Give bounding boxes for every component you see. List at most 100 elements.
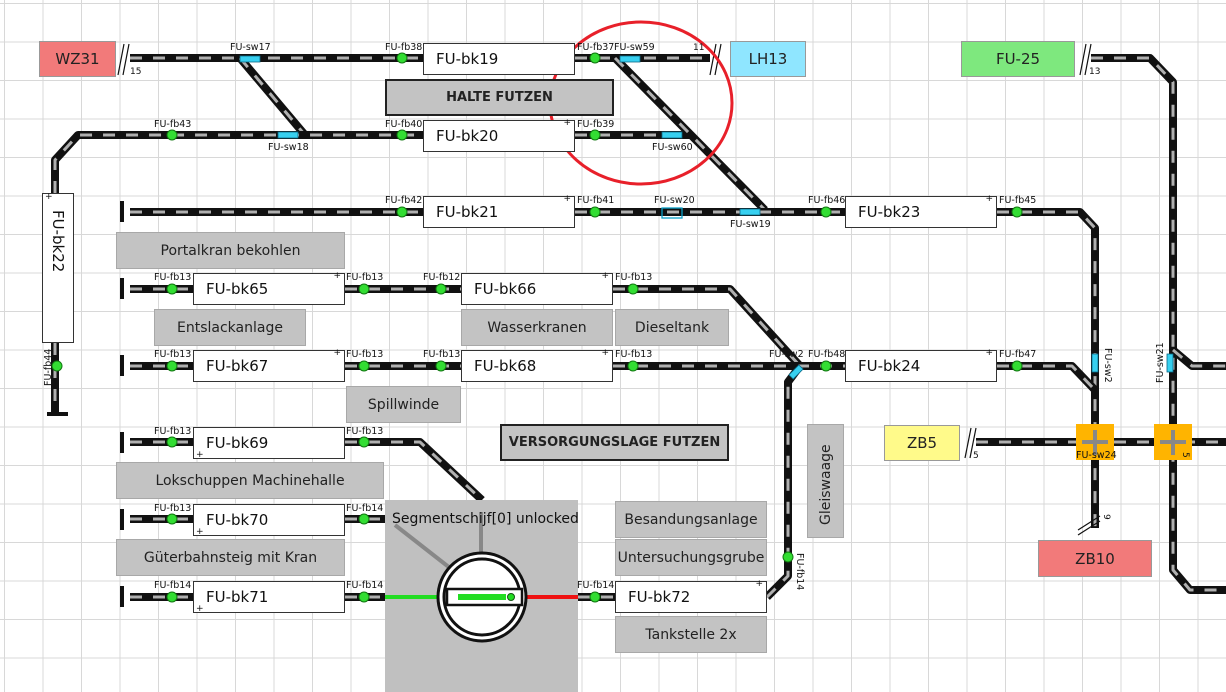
feedback-sensor[interactable] bbox=[358, 513, 370, 525]
feedback-label: FU-fb41 bbox=[577, 195, 615, 206]
switch-label: FU-sw19 bbox=[730, 219, 771, 230]
feedback-label: FU-fb45 bbox=[999, 195, 1037, 206]
connector-fu25[interactable]: FU-25 bbox=[961, 41, 1075, 77]
feedback-sensor[interactable] bbox=[589, 591, 601, 603]
switch-label: FU-sw2 bbox=[769, 349, 804, 360]
feedback-label: FU-fb39 bbox=[577, 119, 615, 130]
feedback-sensor[interactable] bbox=[51, 360, 63, 372]
label-dieseltank: Dieseltank bbox=[615, 309, 729, 346]
feedback-label: FU-fb13 bbox=[615, 272, 653, 283]
label-besandungsanlage: Besandungsanlage bbox=[615, 501, 767, 538]
track-dash bbox=[997, 210, 1097, 528]
connector-zb5[interactable]: ZB5 bbox=[884, 425, 960, 461]
feedback-label: FU-fb13 bbox=[154, 272, 192, 283]
label-lokschuppen: Lokschuppen Machinehalle bbox=[116, 462, 384, 499]
switch-label: FU-sw20 bbox=[654, 195, 695, 206]
feedback-sensor[interactable] bbox=[396, 206, 408, 218]
connector-count: 9 bbox=[1101, 514, 1111, 520]
feedback-sensor[interactable] bbox=[166, 436, 178, 448]
feedback-sensor[interactable] bbox=[435, 360, 447, 372]
connector-lh13[interactable]: LH13 bbox=[730, 41, 806, 77]
feedback-label: FU-fb13 bbox=[346, 426, 384, 437]
feedback-label: FU-fb13 bbox=[615, 349, 653, 360]
label-spillwinde: Spillwinde bbox=[346, 386, 461, 423]
feedback-sensor[interactable] bbox=[589, 206, 601, 218]
block-bk23[interactable]: FU-bk23+ bbox=[845, 194, 997, 228]
feedback-sensor[interactable] bbox=[166, 360, 178, 372]
label-gueterbahnsteig: Güterbahnsteig mit Kran bbox=[116, 539, 345, 576]
block-bk24[interactable]: FU-bk24+ bbox=[845, 348, 997, 382]
turntable-status: Segmentschijf[0] unlocked bbox=[392, 511, 579, 527]
block-bk69[interactable]: FU-bk69+ bbox=[193, 427, 345, 460]
feedback-sensor[interactable] bbox=[820, 360, 832, 372]
feedback-label: FU-fb48 bbox=[808, 349, 846, 360]
feedback-sensor[interactable] bbox=[358, 591, 370, 603]
label-untersuchungsgrube: Untersuchungsgrube bbox=[615, 539, 767, 576]
feedback-sensor[interactable] bbox=[435, 283, 447, 295]
track-dash bbox=[1091, 56, 1226, 592]
block-bk72[interactable]: FU-bk72+ bbox=[615, 579, 767, 613]
block-bk66[interactable]: FU-bk66+ bbox=[461, 271, 613, 305]
track-dash bbox=[1172, 348, 1226, 368]
track-segment bbox=[997, 362, 1098, 393]
feedback-label: FU-fb14 bbox=[346, 580, 384, 591]
switch-label: FU-sw17 bbox=[230, 42, 271, 53]
feedback-sensor[interactable] bbox=[589, 129, 601, 141]
connector-count: 5 bbox=[1180, 452, 1190, 458]
feedback-sensor[interactable] bbox=[627, 283, 639, 295]
label-entslackanlage: Entslackanlage bbox=[154, 309, 306, 346]
feedback-label: FU-fb14 bbox=[794, 553, 805, 591]
feedback-sensor[interactable] bbox=[358, 283, 370, 295]
feedback-label: FU-fb42 bbox=[385, 195, 423, 206]
connector-count: 11 bbox=[693, 43, 705, 53]
block-bk70[interactable]: FU-bk70+ bbox=[193, 504, 345, 537]
feedback-label: FU-fb44 bbox=[43, 348, 54, 386]
track-dash bbox=[238, 57, 307, 136]
feedback-sensor[interactable] bbox=[396, 129, 408, 141]
track-dash bbox=[53, 133, 423, 193]
feedback-sensor[interactable] bbox=[166, 129, 178, 141]
connector-count: 15 bbox=[130, 67, 142, 77]
block-bk68[interactable]: FU-bk68+ bbox=[461, 348, 613, 382]
feedback-sensor[interactable] bbox=[166, 283, 178, 295]
feedback-label: FU-fb14 bbox=[154, 580, 192, 591]
block-bk20[interactable]: FU-bk20+ bbox=[423, 118, 575, 152]
feedback-label: FU-fb37 bbox=[577, 42, 615, 53]
track-dash bbox=[345, 440, 484, 502]
switch-label: FU-sw60 bbox=[652, 142, 693, 153]
block-bk19[interactable]: FU-bk19 bbox=[423, 43, 575, 75]
track-dash bbox=[613, 287, 802, 368]
block-bk71[interactable]: FU-bk71+ bbox=[193, 581, 345, 614]
feedback-label: FU-fb13 bbox=[154, 349, 192, 360]
feedback-label: FU-fb13 bbox=[154, 426, 192, 437]
switch-label: FU-sw18 bbox=[268, 142, 309, 153]
feedback-label: FU-fb47 bbox=[999, 349, 1037, 360]
feedback-sensor[interactable] bbox=[358, 360, 370, 372]
switch-label: FU-sw21 bbox=[1155, 342, 1166, 383]
block-bk22[interactable]: + FU-bk22 bbox=[42, 192, 74, 343]
track-segment bbox=[51, 131, 423, 193]
feedback-label: FU-fb38 bbox=[385, 42, 423, 53]
block-bk21[interactable]: FU-bk21+ bbox=[423, 194, 575, 228]
track-segment bbox=[1091, 54, 1226, 594]
feedback-sensor[interactable] bbox=[1011, 206, 1023, 218]
feedback-sensor[interactable] bbox=[396, 52, 408, 64]
connector-zb10[interactable]: ZB10 bbox=[1038, 540, 1152, 577]
label-portalkran: Portalkran bekohlen bbox=[116, 232, 345, 269]
feedback-sensor[interactable] bbox=[166, 513, 178, 525]
feedback-sensor[interactable] bbox=[358, 436, 370, 448]
feedback-sensor[interactable] bbox=[589, 52, 601, 64]
feedback-sensor[interactable] bbox=[166, 591, 178, 603]
turntable[interactable] bbox=[385, 500, 578, 692]
block-bk65[interactable]: FU-bk65+ bbox=[193, 271, 345, 305]
block-bk67[interactable]: FU-bk67+ bbox=[193, 348, 345, 382]
feedback-sensor[interactable] bbox=[782, 551, 794, 563]
feedback-sensor[interactable] bbox=[627, 360, 639, 372]
feedback-label: FU-fb14 bbox=[577, 580, 615, 591]
connector-wz31[interactable]: WZ31 bbox=[39, 41, 116, 77]
switch-label: FU-sw2 bbox=[1102, 348, 1113, 383]
label-halte-futzen: HALTE FUTZEN bbox=[385, 79, 614, 116]
feedback-sensor[interactable] bbox=[1011, 360, 1023, 372]
feedback-sensor[interactable] bbox=[820, 206, 832, 218]
